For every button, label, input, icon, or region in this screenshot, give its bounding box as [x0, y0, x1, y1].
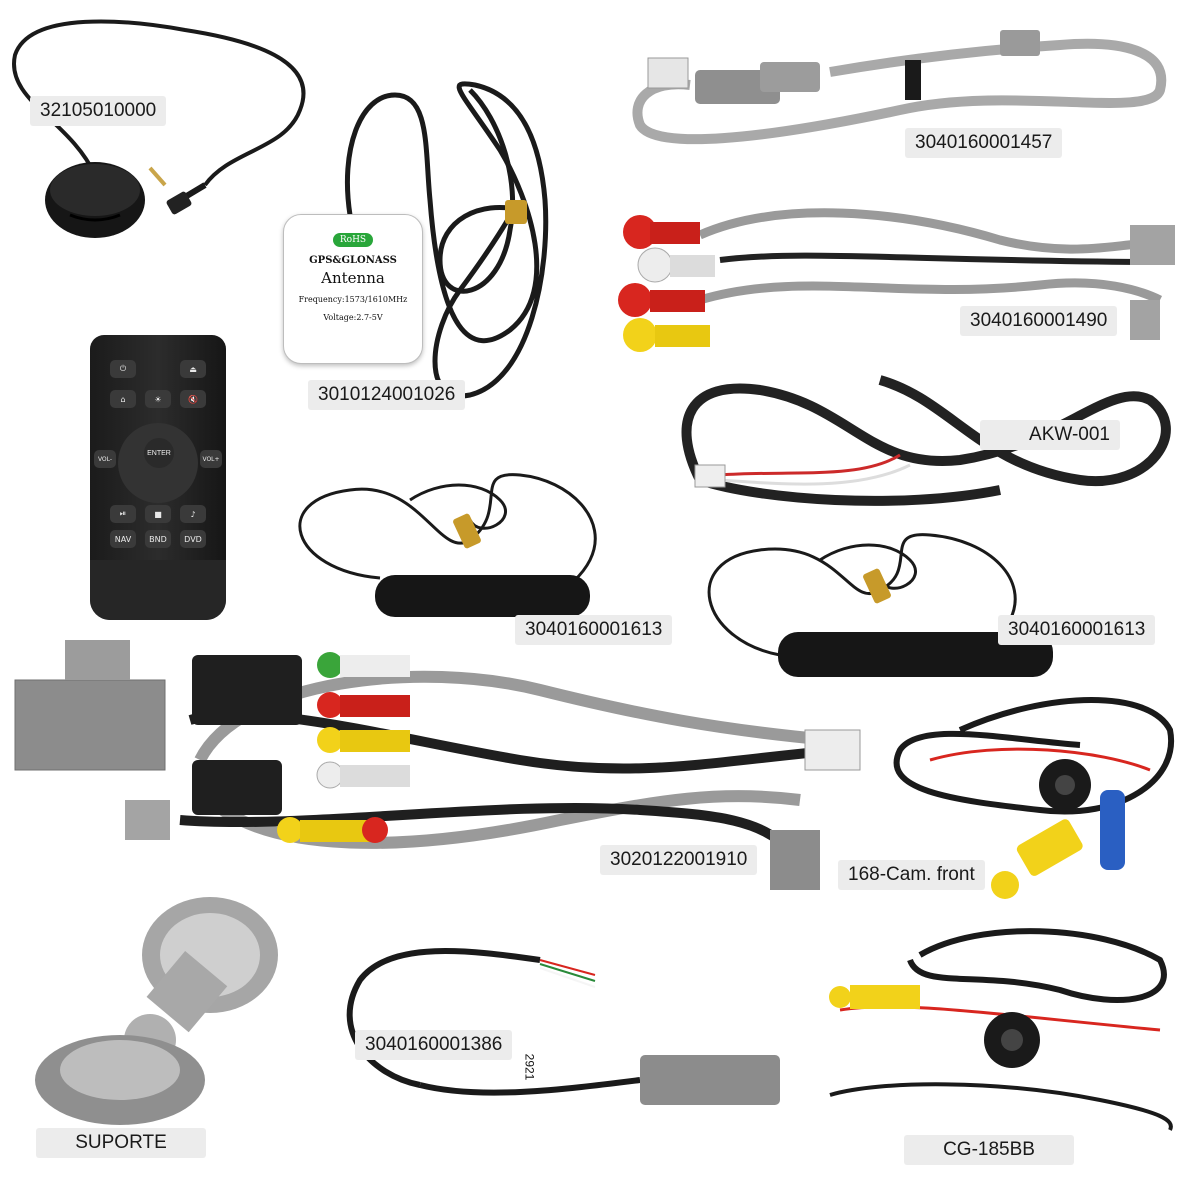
gps-voltage: Voltage:2.7-5V [323, 313, 383, 322]
usb-cable [632, 30, 1167, 145]
remote-control: ⏻ ⏏ ⌂ ☀ 🔇 ENTER VOL- VOL+ ⏯ ■ ♪ NAV BND … [90, 335, 226, 620]
antenna-b [707, 533, 1053, 677]
gps-frequency: Frequency:1573/1610MHz [298, 295, 408, 304]
small-cable [346, 948, 780, 1105]
power-icon: ⏻ [110, 360, 136, 378]
main-harness [14, 640, 861, 890]
rear-camera-kit [829, 928, 1173, 1131]
label-front-camera: 168-Cam. front [838, 860, 985, 890]
eject-icon: ⏏ [180, 360, 206, 378]
remote-dvd-label: DVD [180, 530, 206, 548]
brightness-icon: ☀ [145, 390, 171, 408]
microphone [11, 19, 306, 238]
gps-antenna-name: Antenna [321, 269, 385, 287]
antenna-a [298, 473, 597, 621]
gps-antenna-cable [344, 81, 549, 399]
small-cable-code: 2921 [522, 1053, 537, 1081]
mute-icon: 🔇 [180, 390, 206, 408]
label-rca-cable: 3040160001490 [960, 306, 1118, 336]
remote-nav-label: NAV [110, 530, 136, 548]
akw-harness [681, 375, 1171, 506]
stop-icon: ■ [145, 505, 171, 523]
support-mount [35, 897, 278, 1125]
remote-vol-minus-label: VOL- [94, 450, 116, 468]
label-akw-harness: AKW-001 [980, 420, 1120, 450]
remote-battery-cover [90, 560, 226, 620]
remote-enter-label: ENTER [144, 438, 174, 468]
label-gps-antenna: 3010124001026 [308, 380, 466, 410]
remote-vol-plus-label: VOL+ [200, 450, 222, 468]
label-antenna-b: 3040160001613 [998, 615, 1156, 645]
remote-bnd-label: BND [145, 530, 171, 548]
rohs-badge: RoHS [332, 233, 374, 247]
label-antenna-a: 3040160001613 [515, 615, 673, 645]
label-support: SUPORTE [36, 1128, 206, 1158]
label-microphone: 32105010000 [30, 96, 167, 126]
label-small-cable: 3040160001386 [355, 1030, 513, 1060]
home-icon: ⌂ [110, 390, 136, 408]
label-main-harness: 3020122001910 [600, 845, 758, 875]
play-pause-icon: ⏯ [110, 505, 136, 523]
label-rear-camera: CG-185BB [904, 1135, 1074, 1165]
music-icon: ♪ [180, 505, 206, 523]
gps-title: GPS&GLONASS [309, 255, 397, 266]
front-camera-kit [893, 697, 1175, 899]
gps-antenna-box: RoHS GPS&GLONASS Antenna Frequency:1573/… [283, 214, 423, 364]
rca-cable [618, 208, 1175, 352]
label-usb-cable: 3040160001457 [905, 128, 1063, 158]
